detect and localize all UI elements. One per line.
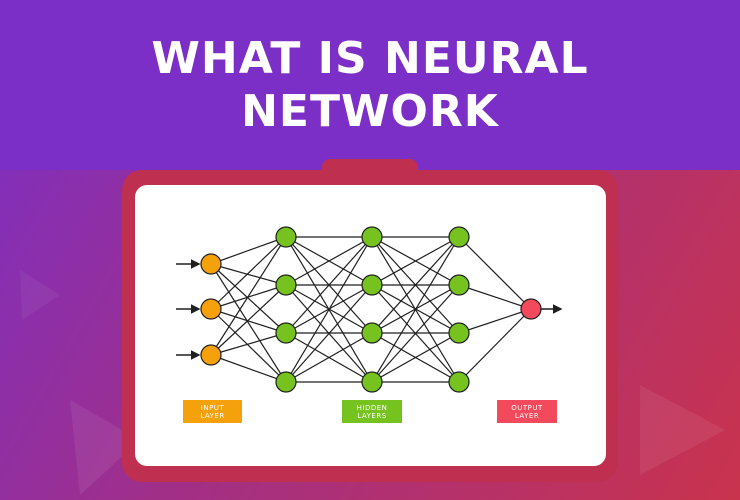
connection-line-2-2-0 [371, 236, 460, 334]
hidden-1-neuron-1 [275, 274, 297, 296]
hidden-1-neuron-0 [275, 226, 297, 248]
connection-line-1-3-2 [285, 332, 373, 383]
hidden-3-neuron-3 [448, 371, 470, 393]
hidden-2-neuron-3 [361, 371, 383, 393]
connection-line-1-3-0 [285, 236, 373, 383]
connection-line-1-2-0 [285, 236, 373, 334]
connection-line-2-3-2 [371, 332, 460, 383]
connection-line-2-3-0 [371, 236, 460, 383]
title-line-2: NETWORK [241, 86, 499, 137]
legend-output-layer: OUTPUT LAYER [497, 400, 557, 423]
neural-network-diagram [176, 226, 563, 393]
legend-input-layer: INPUT LAYER [183, 400, 242, 423]
connection-line-2-3-1 [371, 284, 460, 383]
connection-line-0-0-3 [210, 263, 287, 383]
title-line-1: WHAT IS NEURAL [151, 33, 589, 84]
io-arrows [176, 259, 563, 360]
connection-line-2-1-0 [371, 236, 460, 286]
legend-hidden-layers: HIDDEN LAYERS [342, 400, 402, 423]
connection-line-1-3-1 [285, 284, 373, 383]
connection-line-3-2-0 [458, 308, 532, 334]
play-shape-right [640, 385, 725, 475]
connection-line-3-3-0 [458, 308, 532, 383]
connection-line-0-0-1 [210, 263, 287, 286]
diagram-card: INPUT LAYER HIDDEN LAYERS OUTPUT LAYER [135, 185, 606, 466]
hidden-1-neuron-2 [275, 322, 297, 344]
connection-line-1-1-0 [285, 236, 373, 286]
hidden-1-neuron-3 [275, 371, 297, 393]
play-shape-small [20, 270, 60, 320]
hidden-2-neuron-1 [361, 274, 383, 296]
hidden-3-neuron-1 [448, 274, 470, 296]
connection-line-0-2-3 [210, 354, 287, 383]
connection-line-3-0-0 [458, 236, 532, 310]
connection-lines [210, 236, 532, 383]
connection-line-0-0-0 [210, 236, 287, 265]
connection-line-0-2-2 [210, 332, 287, 356]
connection-line-0-1-3 [210, 308, 287, 383]
connection-line-0-2-1 [210, 284, 287, 356]
input-neuron-2 [200, 344, 222, 366]
hidden-2-neuron-2 [361, 322, 383, 344]
play-shape-left [70, 400, 140, 495]
hidden-2-neuron-0 [361, 226, 383, 248]
connection-line-0-2-0 [210, 236, 287, 356]
connection-line-0-1-2 [210, 308, 287, 334]
input-neuron-1 [200, 298, 222, 320]
connection-line-3-1-0 [458, 284, 532, 310]
connection-line-0-1-0 [210, 236, 287, 310]
neurons [200, 226, 542, 393]
hidden-3-neuron-0 [448, 226, 470, 248]
page-title: WHAT IS NEURAL NETWORK [0, 32, 740, 138]
hidden-3-neuron-2 [448, 322, 470, 344]
input-neuron-0 [200, 253, 222, 275]
connection-line-0-0-2 [210, 263, 287, 334]
output-neuron-0 [520, 298, 542, 320]
header-band [0, 0, 740, 170]
